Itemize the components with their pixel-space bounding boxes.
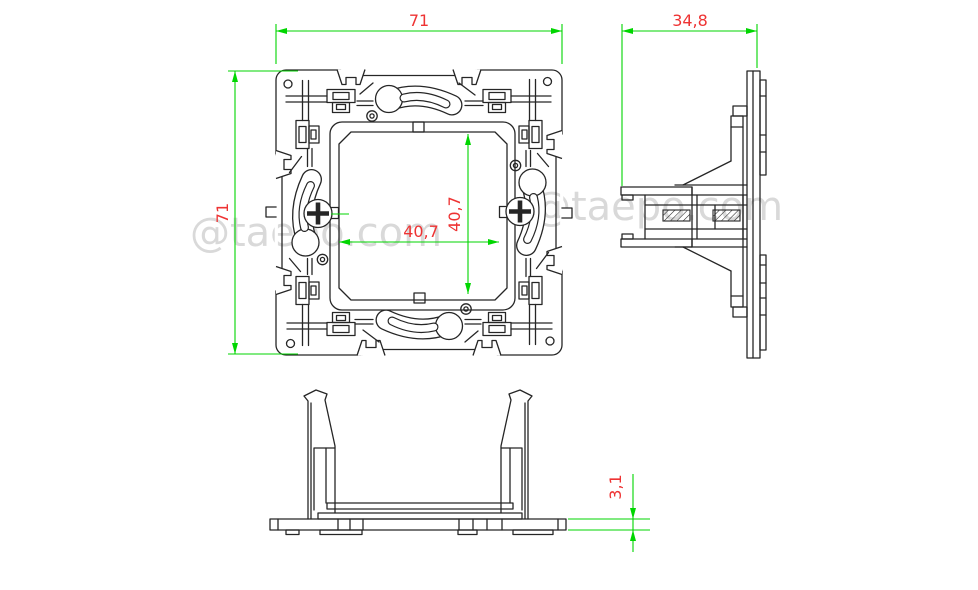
dimension-opening-height: 40,7	[445, 134, 471, 294]
snap-claw-left	[303, 389, 336, 520]
dimension-opening-height-text: 40,7	[445, 196, 464, 232]
left-edge-tab	[265, 206, 277, 218]
dimension-base-thickness: 3,1	[568, 474, 650, 552]
dimension-base-thickness-text: 3,1	[606, 474, 625, 499]
dimension-front-width: 71	[275, 11, 563, 64]
base-plate	[269, 518, 567, 531]
dimension-side-depth-text: 34,8	[672, 11, 708, 30]
threaded-rod-left	[662, 209, 691, 222]
right-screw	[506, 198, 534, 226]
dimension-opening-width-text: 40,7	[403, 222, 439, 241]
dimension-side-depth: 34,8	[621, 11, 758, 186]
snap-claw-right	[500, 389, 533, 520]
watermark-right: @taepo.com	[531, 184, 783, 230]
dimension-front-height: 71	[213, 70, 298, 355]
right-edge-tab	[561, 207, 573, 219]
threaded-rod-right	[712, 209, 741, 222]
dimension-opening-width: 40,7	[339, 222, 499, 245]
dimension-front-height-text: 71	[213, 203, 232, 223]
dimension-front-width-text: 71	[409, 11, 429, 30]
left-screw	[304, 200, 332, 228]
bottom-view	[269, 389, 567, 536]
side-claw-bottom	[620, 238, 693, 248]
side-view	[620, 70, 767, 359]
front-view	[266, 68, 572, 357]
module-opening	[338, 131, 508, 301]
